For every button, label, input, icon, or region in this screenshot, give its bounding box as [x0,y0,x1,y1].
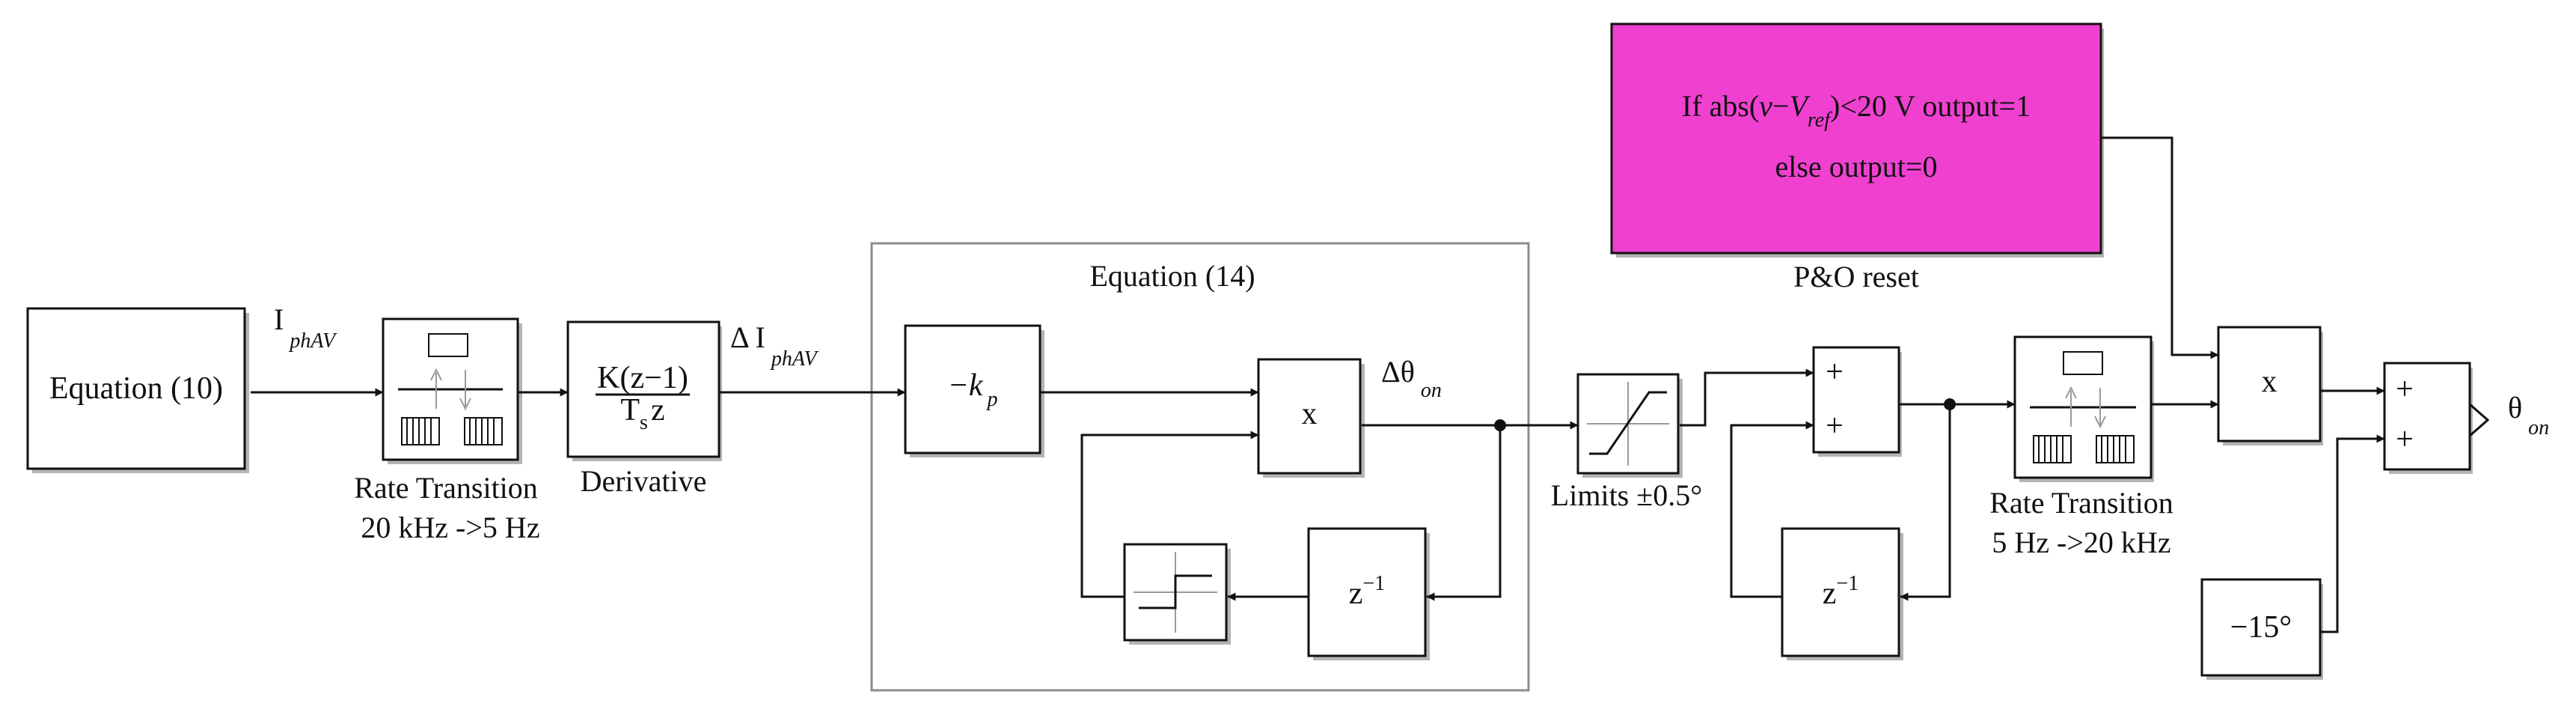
delta-i-phav-main: Δ I [730,320,765,354]
derivative-numerator: K(z−1) [597,361,688,395]
product-2-text: x [2262,365,2277,399]
equation14-title: Equation (14) [1089,259,1255,293]
rate-transition-1-label-2: 20 kHz ->5 Hz [361,511,539,544]
signal-label-i-phav: IphAV [274,302,337,353]
rate-transition-2-block[interactable]: Rate Transition 5 Hz ->20 kHz [1989,335,2173,559]
po-reset-block[interactable]: If abs(v−Vref)<20 V output=1 else output… [1610,22,2102,293]
equation14-subsystem-frame[interactable]: Equation (14) [870,242,1530,692]
signal-label-delta-i-phav: Δ IphAV [730,320,819,371]
theta-on-sub: on [2528,416,2549,439]
i-phav-main: I [274,302,284,336]
sum-2-output-port[interactable] [2469,403,2490,437]
sum-1-block[interactable]: + + [1812,346,1900,454]
delay-2-block[interactable]: z−1 [1781,527,1900,657]
derivative-label: Derivative [581,464,707,498]
limits-label: Limits ±0.5° [1551,478,1702,512]
sum-1-sign-top: + [1826,355,1844,389]
sign-block[interactable] [1123,543,1228,642]
equation10-text: Equation (10) [49,371,223,406]
sum-2-sign-bottom: + [2396,422,2414,457]
rate-transition-1-label-1: Rate Transition [354,471,538,505]
branch-points [1494,398,1956,431]
derivative-block[interactable]: K(z−1) Tsz Derivative [566,320,721,498]
product-1-block[interactable]: x [1257,358,1362,475]
po-reset-line-1: If abs(v−Vref)<20 V output=1 [1682,89,2031,132]
limits-block[interactable]: Limits ±0.5° [1551,373,1702,512]
constant-minus-15-text: −15° [2230,610,2292,645]
delay-1-text: z−1 [1349,572,1385,611]
rate-transition-2-label-2: 5 Hz ->20 kHz [1992,526,2170,559]
signal-label-delta-theta-on: Δθon [1381,355,1442,402]
equation10-block[interactable]: Equation (10) [26,307,246,470]
delta-i-phav-sub: phAV [770,347,819,371]
delta-theta-on-sub: on [1421,379,1442,402]
rate-transition-2-label-1: Rate Transition [1989,486,2173,520]
signal-wires [251,136,2385,633]
delay-1-block[interactable]: z−1 [1307,527,1427,657]
po-reset-label: P&O reset [1793,260,1919,293]
signal-label-theta-on: θon [2508,391,2549,439]
sum-1-sign-bottom: + [1826,409,1844,443]
sum-2-sign-top: + [2396,372,2414,407]
product-2-block[interactable]: x [2217,326,2322,442]
i-phav-sub: phAV [288,329,337,353]
derivative-denominator: Tsz [620,393,664,434]
sign-icon [1133,552,1217,633]
theta-on-main: θ [2508,391,2522,425]
saturation-icon [1587,382,1669,466]
delta-theta-on-main: Δθ [1381,355,1415,389]
rate-transition-icon [2030,351,2136,463]
rate-transition-1-block[interactable]: Rate Transition 20 kHz ->5 Hz [354,317,540,544]
delay-2-text: z−1 [1823,572,1858,611]
constant-minus-15-block[interactable]: −15° [2200,578,2322,677]
rate-transition-icon [398,333,503,445]
product-1-text: x [1302,397,1318,431]
sum-2-block[interactable]: + + [2383,362,2471,471]
po-reset-line-2: else output=0 [1775,150,1938,183]
